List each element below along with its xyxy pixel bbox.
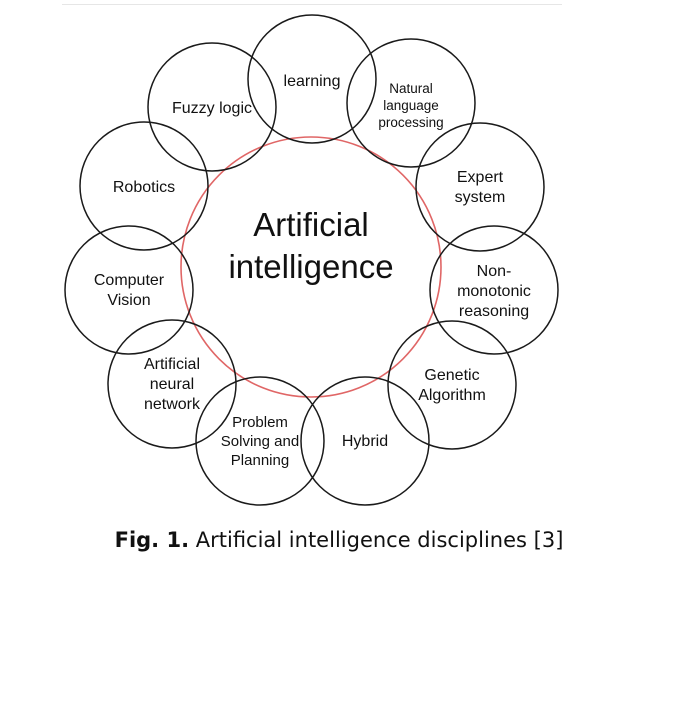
discipline-label-line: network bbox=[144, 396, 201, 413]
discipline-label-line: Problem bbox=[232, 414, 288, 431]
discipline-node-robotics: Robotics bbox=[79, 121, 209, 251]
discipline-circle bbox=[64, 225, 194, 355]
center-label: Artificial intelligence bbox=[228, 206, 393, 285]
discipline-label-line: Natural bbox=[389, 81, 433, 96]
discipline-circle bbox=[387, 320, 517, 450]
discipline-circle bbox=[247, 14, 377, 144]
discipline-label: Artificial neural network bbox=[144, 356, 201, 413]
discipline-label-line: monotonic bbox=[457, 283, 531, 300]
discipline-label: Hybrid bbox=[342, 433, 388, 450]
discipline-label: Natural language processing bbox=[378, 81, 443, 130]
center-node: Artificial intelligence bbox=[180, 136, 442, 398]
discipline-label-line: Computer bbox=[94, 272, 165, 289]
center-ring bbox=[180, 136, 442, 398]
discipline-circle bbox=[79, 121, 209, 251]
discipline-node-expert-system: Expert system bbox=[415, 122, 545, 252]
discipline-label-line: Planning bbox=[231, 452, 289, 469]
figure-label: Fig. 1. bbox=[114, 528, 190, 552]
figure-caption: Fig. 1. Artificial intelligence discipli… bbox=[0, 528, 678, 552]
figure-caption-text: Artificial intelligence disciplines [3] bbox=[189, 528, 564, 552]
discipline-circle bbox=[415, 122, 545, 252]
center-label-line: intelligence bbox=[228, 248, 393, 285]
discipline-label-line: Fuzzy logic bbox=[172, 100, 252, 117]
discipline-label-line: Vision bbox=[107, 292, 150, 309]
discipline-label-line: reasoning bbox=[459, 303, 529, 320]
discipline-circle bbox=[147, 42, 277, 172]
discipline-label-line: Algorithm bbox=[418, 387, 486, 404]
discipline-circle bbox=[107, 319, 237, 449]
center-label-line: Artificial bbox=[253, 206, 369, 243]
discipline-node-learning: learning bbox=[247, 14, 377, 144]
discipline-node-hybrid: Hybrid bbox=[300, 376, 430, 506]
discipline-label-line: Genetic bbox=[424, 367, 479, 384]
discipline-label-line: Artificial bbox=[144, 356, 200, 373]
discipline-circle bbox=[300, 376, 430, 506]
top-rule bbox=[62, 4, 562, 5]
discipline-label-line: processing bbox=[378, 115, 443, 130]
discipline-label-line: Robotics bbox=[113, 179, 175, 196]
discipline-label-line: Expert bbox=[457, 169, 504, 186]
discipline-label-line: learning bbox=[284, 73, 341, 90]
discipline-label: learning bbox=[284, 73, 341, 90]
discipline-label: Fuzzy logic bbox=[172, 100, 252, 117]
discipline-node-non-monotonic-reasoning: Non-monotonic reasoning bbox=[429, 225, 559, 355]
discipline-label: Non-monotonic reasoning bbox=[457, 263, 531, 320]
discipline-node-fuzzy-logic: Fuzzy logic bbox=[147, 42, 277, 172]
discipline-circle bbox=[195, 376, 325, 506]
discipline-circle bbox=[346, 38, 476, 168]
discipline-circle bbox=[429, 225, 559, 355]
discipline-label-line: Hybrid bbox=[342, 433, 388, 450]
discipline-label-line: Solving and bbox=[221, 433, 299, 450]
discipline-node-artificial-neural-network: Artificial neural network bbox=[107, 319, 237, 449]
ai-disciplines-diagram: Artificial intelligence learning Natural la… bbox=[64, 14, 559, 506]
discipline-label-line: language bbox=[383, 98, 439, 113]
discipline-label: Robotics bbox=[113, 179, 175, 196]
discipline-label: Expert system bbox=[455, 169, 506, 206]
discipline-label-line: neural bbox=[150, 376, 194, 393]
discipline-label-line: Non- bbox=[477, 263, 512, 280]
discipline-node-natural-language-processing: Natural language processing bbox=[346, 38, 476, 168]
discipline-label-line: system bbox=[455, 189, 506, 206]
